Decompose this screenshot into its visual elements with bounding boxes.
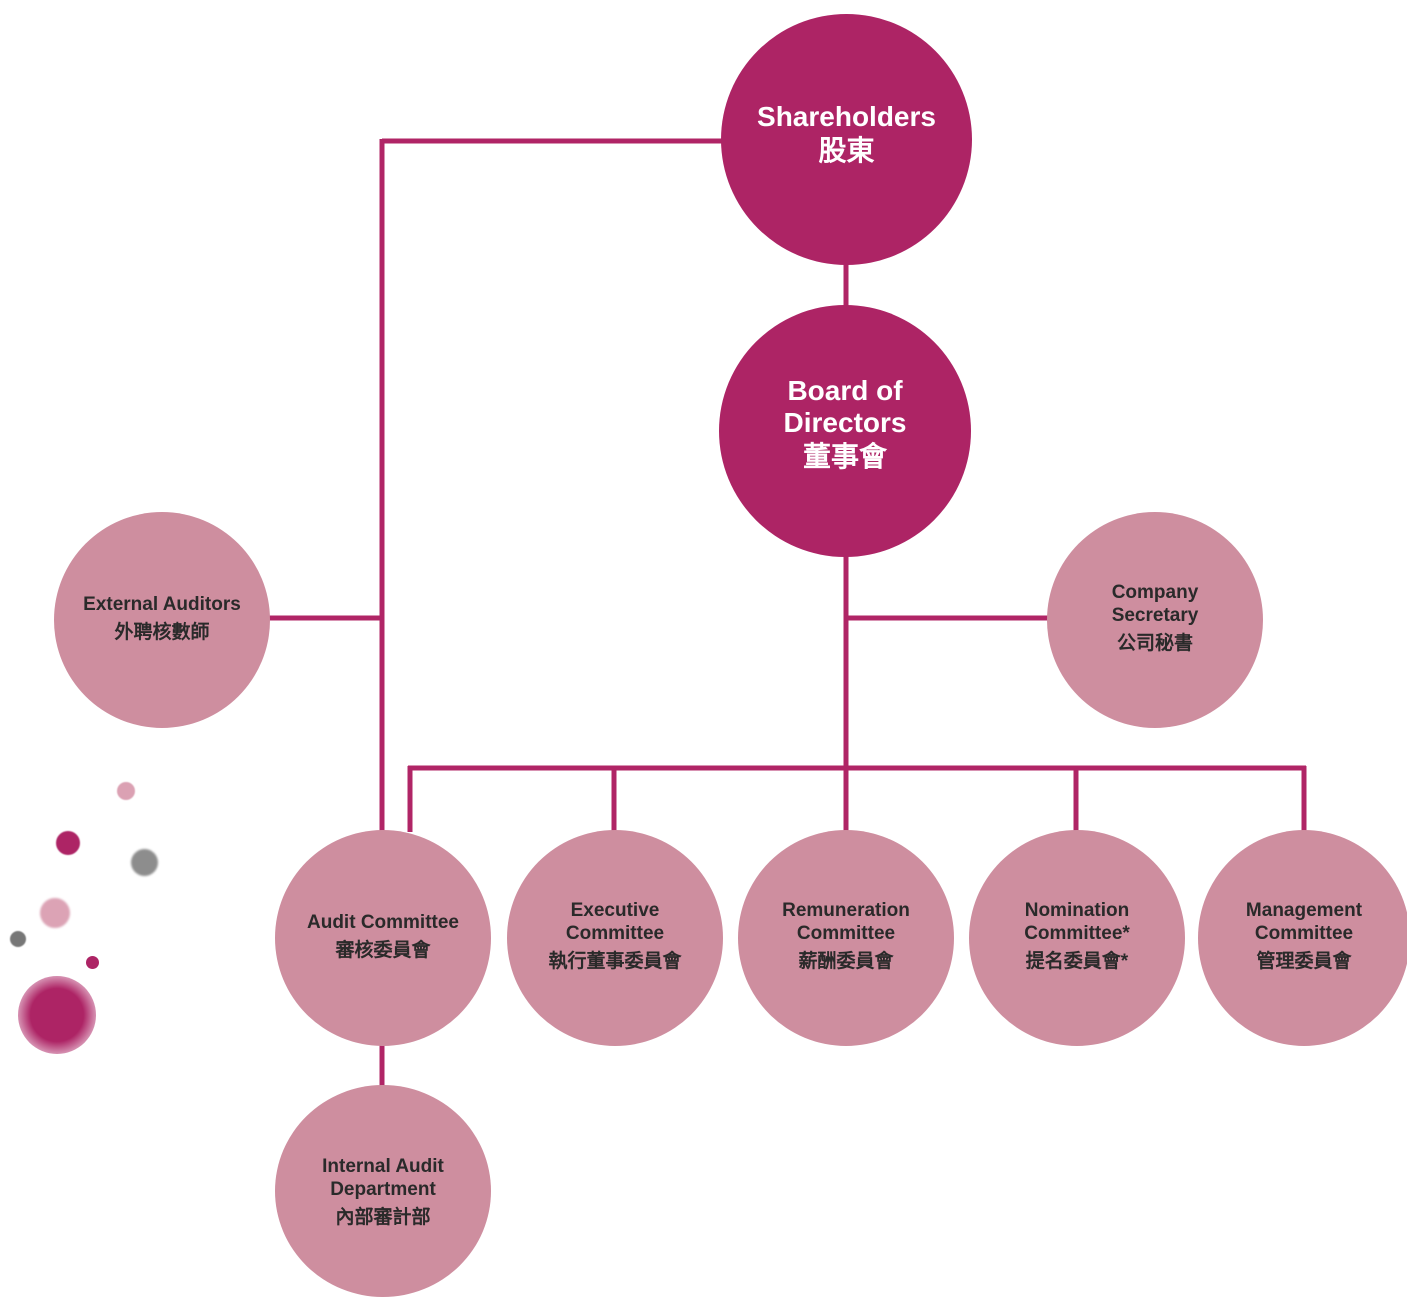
decorative-dot-magenta	[56, 831, 80, 855]
executive-committee-node: Executive Committee 執行董事委員會	[507, 830, 723, 1046]
internal-audit-department-node: Internal Audit Department 內部審計部	[275, 1085, 491, 1297]
company-secretary-label-en: Company Secretary	[1111, 582, 1199, 626]
board-of-directors-node: Board of Directors 董事會	[719, 305, 971, 557]
executive-committee-label-zh: 執行董事委員會	[548, 951, 682, 972]
remuneration-committee-label-en: Remuneration Committee	[782, 900, 910, 944]
decorative-dot-magenta-tiny	[86, 956, 99, 969]
nomination-committee-node: Nomination Committee* 提名委員會*	[969, 830, 1185, 1046]
internal-audit-label-zh: 內部審計部	[335, 1207, 431, 1228]
shareholders-label-en: Shareholders	[757, 100, 936, 132]
external-auditors-label-zh: 外聘核數師	[114, 621, 210, 643]
remuneration-committee-node: Remuneration Committee 薪酬委員會	[738, 830, 954, 1046]
remuneration-committee-label-zh: 薪酬委員會	[798, 951, 894, 972]
internal-audit-label-en: Internal Audit Department	[322, 1156, 444, 1200]
decorative-dot-pink-small	[117, 782, 135, 800]
executive-committee-label-en: Executive Committee	[565, 900, 665, 944]
shareholders-label-zh: 股東	[818, 134, 875, 166]
audit-committee-node: Audit Committee 審核委員會	[275, 830, 491, 1046]
management-committee-label-zh: 管理委員會	[1256, 951, 1352, 972]
external-auditors-node: External Auditors 外聘核數師	[54, 512, 270, 728]
management-committee-node: Management Committee 管理委員會	[1198, 830, 1407, 1046]
company-secretary-node: Company Secretary 公司秘書	[1047, 512, 1263, 728]
decorative-dot-gray	[131, 849, 158, 876]
board-label-zh: 董事會	[802, 441, 887, 472]
company-secretary-label-zh: 公司秘書	[1116, 633, 1193, 654]
nomination-committee-label-en: Nomination Committee*	[1024, 900, 1130, 944]
audit-committee-label-zh: 審核委員會	[335, 939, 431, 961]
decorative-dot-gray-small	[10, 931, 26, 947]
nomination-committee-label-zh: 提名委員會*	[1025, 951, 1129, 972]
decorative-dot-pink-medium	[40, 898, 70, 928]
external-auditors-label-en: External Auditors	[83, 593, 241, 615]
decorative-dot-large-glow	[18, 976, 96, 1054]
management-committee-label-en: Management Committee	[1245, 900, 1363, 944]
board-label-en: Board of Directors	[783, 375, 907, 438]
shareholders-node: Shareholders 股東	[721, 14, 972, 265]
audit-committee-label-en: Audit Committee	[307, 911, 459, 933]
